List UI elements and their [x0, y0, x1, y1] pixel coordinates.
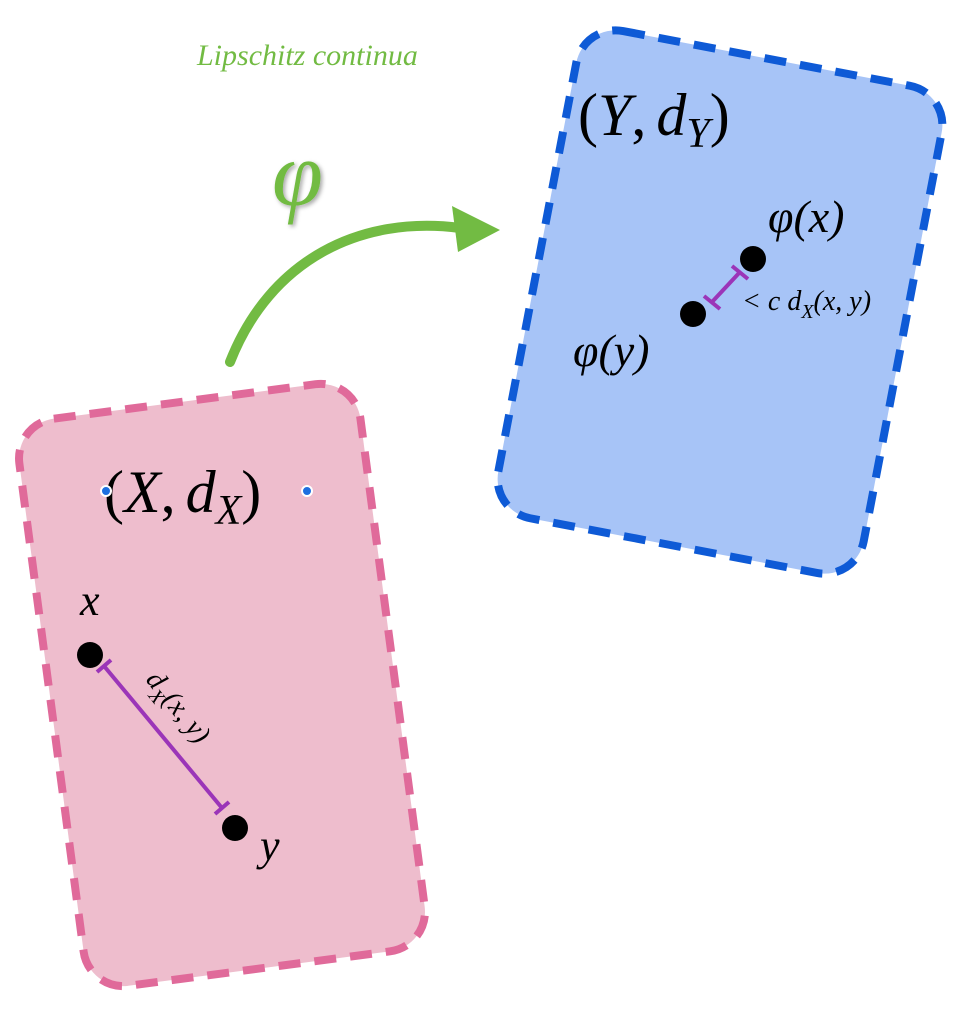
source-distance-cap — [95, 658, 113, 674]
target-space-label: (Y,dY) — [578, 82, 730, 157]
source-space-box — [15, 379, 429, 991]
phi-x-label: φ(x) — [768, 191, 845, 242]
lipschitz-title: Lipschitz continua — [196, 39, 418, 72]
phi-x-point — [740, 246, 766, 272]
point-y — [222, 815, 248, 841]
source-space-label: (X,dX) — [104, 459, 261, 534]
target-distance-bar — [710, 270, 742, 304]
target-distance-cap — [730, 264, 750, 281]
target-distance-cap — [702, 294, 722, 311]
selection-handle-left — [100, 485, 112, 497]
map-arrow — [225, 206, 500, 367]
lipschitz-bound-label: < c dX(x, y) — [742, 286, 871, 323]
source-distance-bar — [102, 664, 224, 810]
point-x-label: x — [79, 576, 100, 625]
phi-map-symbol: φ — [272, 123, 323, 225]
point-y-label: y — [256, 821, 280, 870]
selection-handle-right — [301, 485, 313, 497]
source-distance-cap — [213, 800, 231, 816]
point-x — [77, 642, 103, 668]
phi-y-point — [680, 301, 706, 327]
target-space-box — [493, 26, 947, 578]
phi-y-label: φ(y) — [573, 325, 650, 376]
